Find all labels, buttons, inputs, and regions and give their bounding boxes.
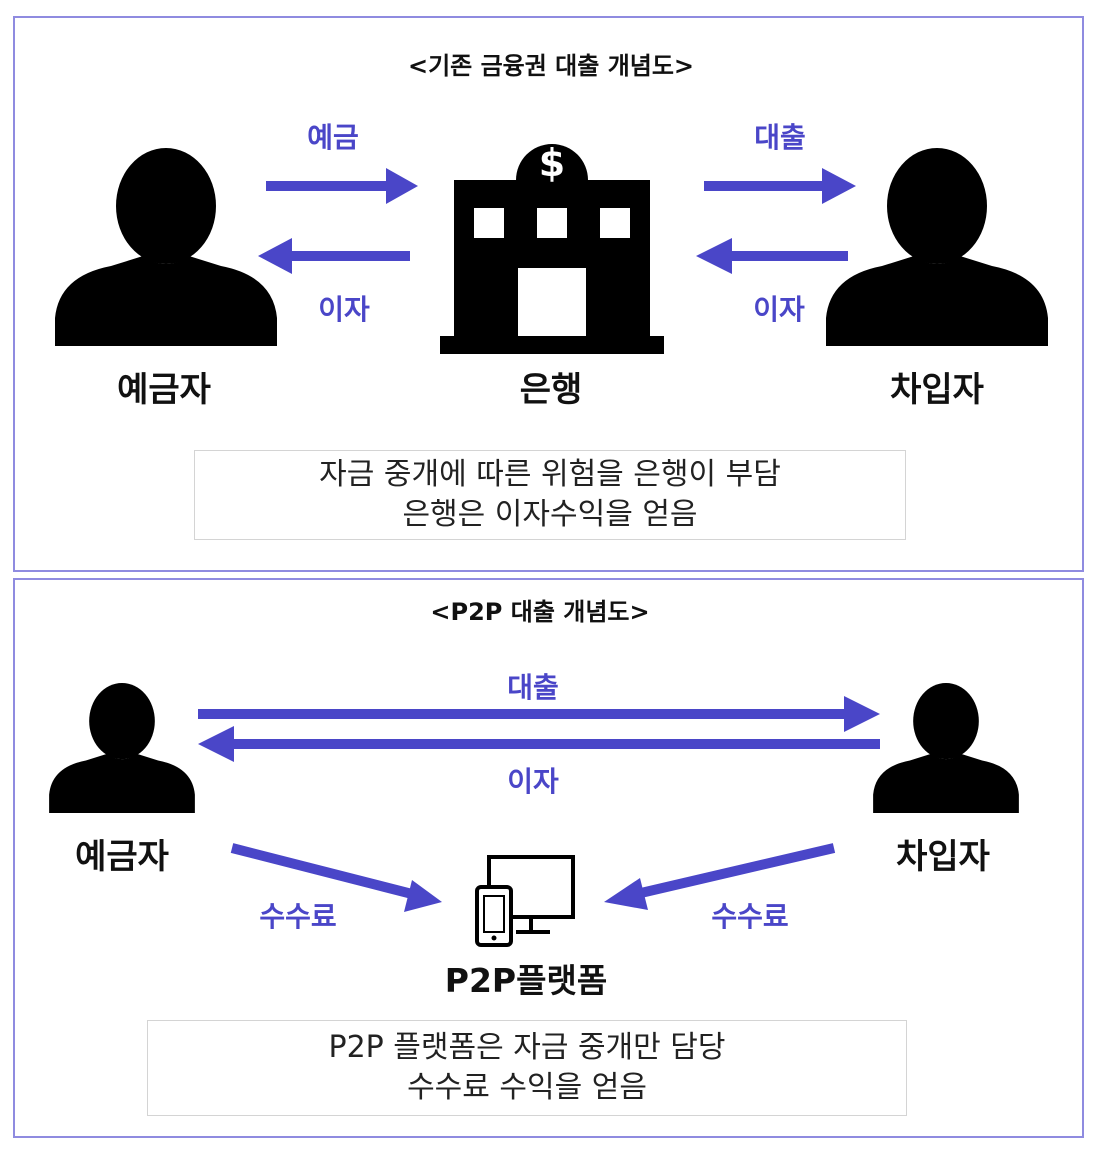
- fee-flow-label-left: 수수료: [259, 900, 337, 933]
- p2p-depositor-person-icon: [49, 683, 195, 813]
- note-line: 자금 중개에 따른 위험을 은행이 부담: [319, 457, 781, 492]
- arrow-loan-right-long: [198, 696, 880, 732]
- interest-flow-label-right: 이자: [753, 293, 805, 326]
- p2p-note-box: P2P 플랫폼은 자금 중개만 담당 수수료 수익을 얻음: [147, 1020, 907, 1116]
- arrow-loan-right: [704, 168, 856, 204]
- devices-icon: [475, 855, 575, 947]
- arrow-interest-left: [258, 238, 410, 274]
- borrower-label: 차입자: [890, 370, 984, 410]
- bank-building-icon: $: [440, 141, 664, 354]
- depositor-person-icon: [55, 148, 277, 346]
- p2p-borrower-label: 차입자: [896, 837, 990, 877]
- arrow-interest-left-borrower: [696, 238, 848, 274]
- note-line: 은행은 이자수익을 얻음: [402, 497, 698, 532]
- p2p-loan-flow-label: 대출: [507, 671, 559, 704]
- p2p-depositor-label: 예금자: [75, 837, 169, 877]
- interest-flow-label-left: 이자: [318, 293, 370, 326]
- arrow-interest-left-long: [198, 726, 880, 762]
- p2p-platform-label: P2P플랫폼: [444, 961, 608, 1000]
- traditional-loan-title: <기존 금융권 대출 개념도>: [407, 52, 695, 80]
- deposit-flow-label: 예금: [307, 121, 359, 154]
- p2p-loan-title: <P2P 대출 개념도>: [430, 598, 650, 626]
- dollar-sign-icon: $: [539, 141, 565, 185]
- arrow-fee-left: [230, 843, 442, 912]
- depositor-label: 예금자: [117, 370, 211, 410]
- note-line: 수수료 수익을 얻음: [407, 1070, 647, 1105]
- loan-flow-label: 대출: [754, 121, 806, 154]
- borrower-person-icon: [826, 148, 1048, 346]
- arrow-deposit-right: [266, 168, 418, 204]
- bank-label: 은행: [519, 370, 583, 410]
- p2p-borrower-person-icon: [873, 683, 1019, 813]
- fee-flow-label-right: 수수료: [711, 900, 789, 933]
- p2p-interest-flow-label: 이자: [507, 765, 559, 798]
- note-line: P2P 플랫폼은 자금 중개만 담당: [328, 1030, 726, 1065]
- traditional-note-box: 자금 중개에 따른 위험을 은행이 부담 은행은 이자수익을 얻음: [194, 450, 906, 540]
- arrow-fee-right: [604, 843, 836, 910]
